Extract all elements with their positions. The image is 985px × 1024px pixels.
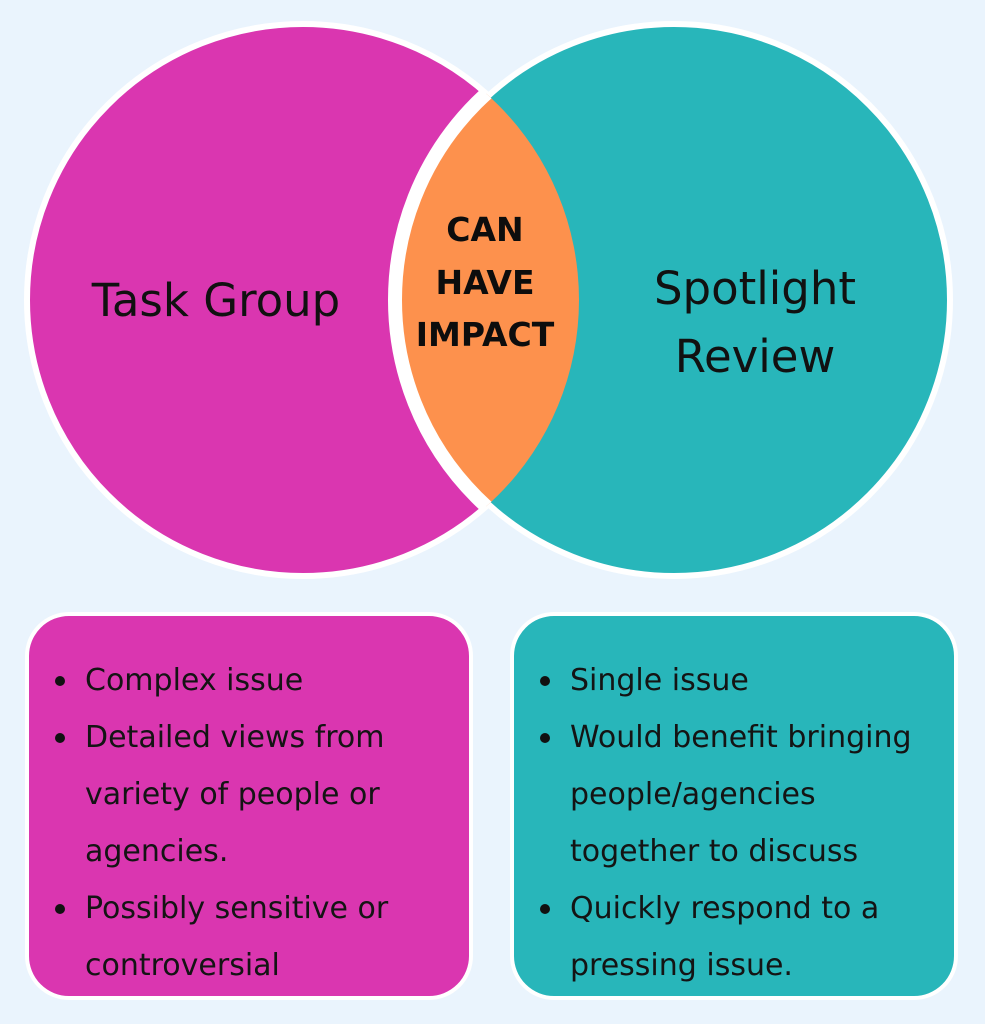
task-group-label: Task Group [91, 274, 340, 327]
center-label-line-2: HAVE [436, 263, 535, 302]
venn-diagram: Task Group Spotlight Review CAN HAVE IMP… [24, 21, 953, 579]
list-item: Possibly sensitive or controversial [53, 880, 451, 994]
spotlight-review-card: Single issue Would benefit bringing peop… [510, 612, 958, 1000]
spotlight-label: Spotlight [654, 262, 856, 315]
list-item-line: Quickly respond to a [570, 891, 880, 926]
list-item-line: together to discuss [570, 834, 859, 869]
review-label: Review [675, 330, 836, 383]
list-item-line: Complex issue [85, 663, 304, 698]
overlap-lens [388, 24, 579, 576]
list-item-line: Detailed views from [85, 720, 385, 755]
list-item: Complex issue [53, 652, 451, 709]
list-item-line: pressing issue. [570, 948, 793, 983]
list-item-line: people/agencies [570, 777, 816, 812]
list-item-line: controversial [85, 948, 280, 983]
task-group-card: Complex issue Detailed views from variet… [25, 612, 473, 1000]
list-item: Would benefit bringing people/agencies t… [538, 709, 936, 880]
list-item-line: Would benefit bringing [570, 720, 912, 755]
list-item: Quickly respond to a pressing issue. [538, 880, 936, 994]
list-item: Detailed views from variety of people or… [53, 709, 451, 880]
list-item-line: Possibly sensitive or [85, 891, 389, 926]
list-item: Single issue [538, 652, 936, 709]
task-group-list: Complex issue Detailed views from variet… [53, 652, 451, 994]
center-label-line-3: IMPACT [416, 315, 555, 354]
list-item-line: variety of people or [85, 777, 380, 812]
spotlight-review-list: Single issue Would benefit bringing peop… [538, 652, 936, 994]
list-item-line: agencies. [85, 834, 229, 869]
list-item-line: Single issue [570, 663, 749, 698]
center-label-line-1: CAN [446, 210, 523, 249]
